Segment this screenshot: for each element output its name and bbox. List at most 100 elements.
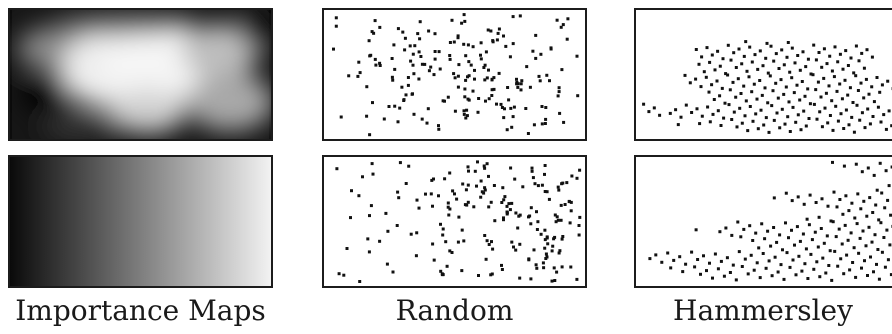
sample-point (856, 192, 860, 196)
sample-point (391, 78, 395, 82)
sample-point (409, 232, 413, 236)
sample-point (697, 62, 701, 66)
sample-point (576, 94, 580, 98)
sample-point (770, 104, 774, 108)
sample-point (772, 226, 776, 229)
sample-point (543, 238, 547, 242)
sample-point (748, 45, 752, 49)
sample-point (372, 31, 376, 35)
sample-point (875, 262, 878, 266)
sample-point (804, 124, 808, 128)
sample-point (802, 109, 806, 113)
sample-point (788, 70, 792, 74)
sample-point (393, 67, 397, 71)
sample-point (890, 124, 892, 128)
sample-point (370, 162, 374, 166)
sample-point (886, 198, 890, 202)
sample-point (464, 78, 468, 82)
sample-point (642, 102, 646, 106)
sample-point (850, 115, 854, 119)
sample-point (876, 248, 880, 251)
sample-point (562, 120, 566, 124)
sample-point (371, 172, 375, 176)
sample-point (545, 235, 549, 239)
sample-point (502, 216, 505, 220)
sample-point (875, 188, 879, 192)
sample-point (446, 201, 450, 205)
sample-point (509, 106, 513, 110)
sample-point (411, 52, 415, 56)
sample-point (396, 190, 400, 194)
sample-point (450, 251, 454, 254)
sample-point (432, 73, 436, 77)
sample-point (694, 48, 698, 51)
sample-point (499, 102, 503, 106)
sample-point (844, 49, 848, 53)
sample-point (831, 160, 834, 164)
sample-point (441, 227, 445, 231)
sample-point (373, 19, 377, 23)
sample-point (810, 238, 814, 242)
sample-point (544, 117, 548, 121)
sample-point (879, 120, 883, 124)
sample-point (358, 280, 362, 283)
sample-point (718, 64, 722, 68)
random-samples-panel-top (322, 8, 587, 141)
sample-point (798, 239, 802, 243)
sample-point (414, 254, 418, 258)
sample-point (795, 225, 799, 229)
sample-point (710, 53, 714, 57)
sample-point (886, 258, 890, 262)
sample-point (544, 106, 548, 109)
sample-point (508, 55, 512, 59)
sample-point (837, 227, 841, 231)
sample-point (404, 182, 408, 185)
sample-point (866, 107, 870, 111)
sample-point (746, 129, 750, 133)
sample-point (841, 67, 845, 71)
sample-point (393, 104, 397, 108)
sample-point (451, 189, 455, 193)
sample-point (358, 71, 362, 75)
sample-point (849, 56, 853, 60)
sample-point (704, 75, 708, 79)
sample-point (561, 23, 565, 27)
sample-point (795, 83, 799, 87)
sample-point (553, 279, 557, 282)
sample-point (356, 74, 360, 78)
sample-point (790, 46, 794, 50)
sample-point (705, 269, 708, 273)
sample-point (542, 266, 546, 270)
sample-point (777, 67, 781, 70)
hammersley-samples-points (642, 40, 892, 134)
sample-point (519, 82, 523, 86)
sample-point (560, 265, 564, 269)
sample-point (782, 63, 786, 67)
sample-point (520, 79, 524, 83)
sample-point (828, 249, 832, 253)
sample-point (453, 109, 457, 113)
sample-point (563, 203, 567, 206)
random-samples-points (332, 13, 580, 137)
sample-point (694, 77, 698, 81)
sample-point (752, 82, 756, 86)
sample-point (446, 205, 450, 209)
sample-point (398, 106, 402, 110)
sample-point (734, 278, 738, 282)
sample-point (402, 98, 406, 102)
sample-point (794, 120, 798, 124)
sample-point (432, 177, 435, 181)
sample-point (846, 93, 850, 97)
sample-point (487, 243, 491, 246)
sample-point (745, 69, 749, 73)
sample-point (578, 215, 582, 219)
sample-point (395, 224, 399, 227)
sample-point (453, 192, 456, 196)
sample-point (796, 195, 800, 199)
sample-point (466, 200, 470, 204)
sample-point (555, 270, 559, 274)
sample-point (507, 98, 511, 102)
sample-point (485, 162, 489, 166)
sample-point (726, 73, 730, 77)
sample-point (786, 41, 790, 44)
